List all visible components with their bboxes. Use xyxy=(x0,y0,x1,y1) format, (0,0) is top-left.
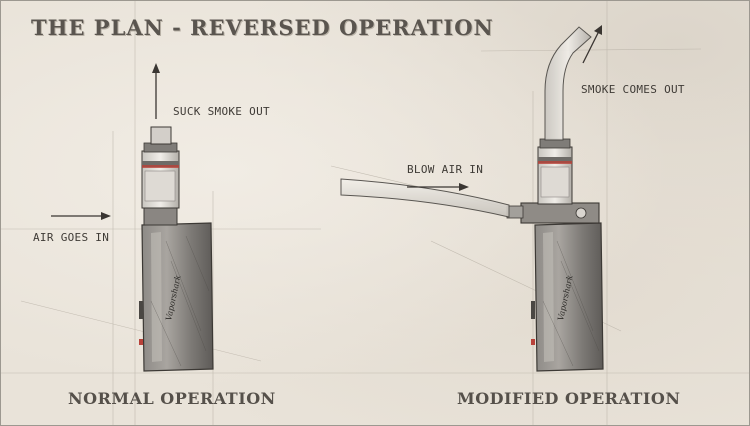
normal-device: Vaporshark xyxy=(139,126,214,372)
label-air-goes-in: AIR GOES IN xyxy=(33,231,110,244)
caption-normal-operation: NORMAL OPERATION xyxy=(68,389,276,408)
modified-fire-button xyxy=(531,339,535,345)
air-adapter-block xyxy=(520,202,600,224)
modified-device: Vaporshark xyxy=(340,26,604,372)
label-suck-smoke-out: SUCK SMOKE OUT xyxy=(173,105,270,118)
normal-arrows xyxy=(51,63,160,220)
normal-drip-tip xyxy=(150,126,172,145)
diagram-title: THE PLAN - REVERSED OPERATION xyxy=(31,15,494,40)
label-smoke-comes-out: SMOKE COMES OUT xyxy=(581,83,685,96)
normal-fire-button xyxy=(139,339,143,345)
caption-modified-operation: MODIFIED OPERATION xyxy=(457,389,681,408)
smoke-out-tube xyxy=(544,26,592,141)
air-in-tube xyxy=(340,178,510,218)
modified-arrows xyxy=(407,25,602,191)
label-blow-air-in: BLOW AIR IN xyxy=(407,163,484,176)
